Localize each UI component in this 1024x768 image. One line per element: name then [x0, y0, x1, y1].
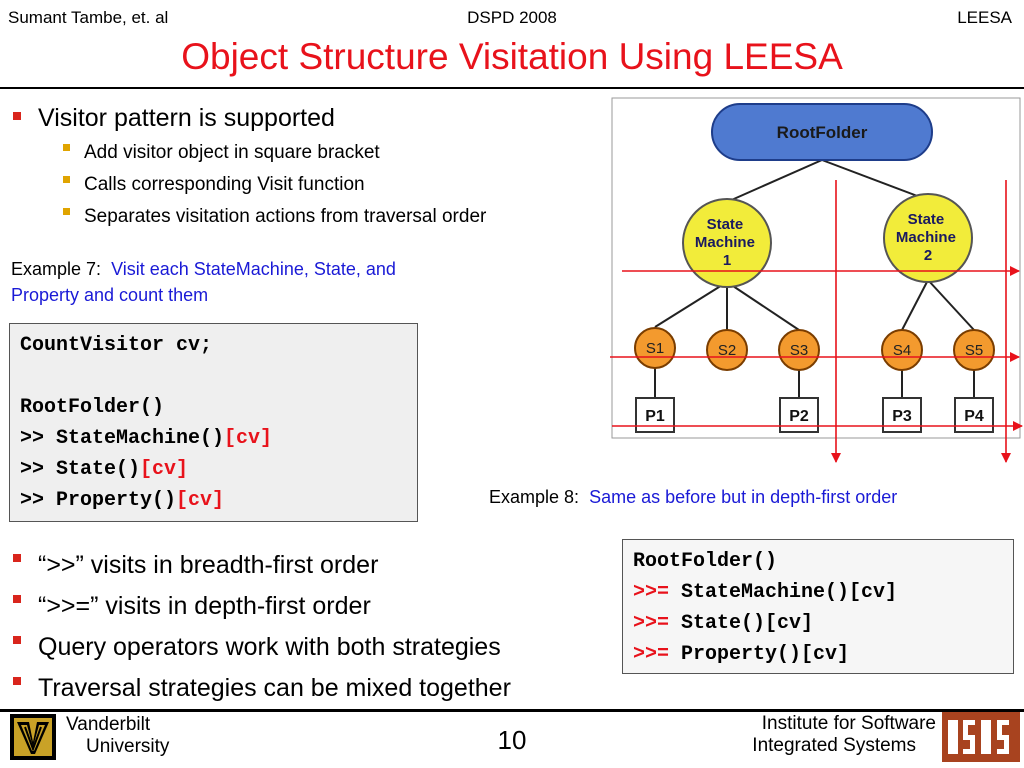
state-s2-label: S2 [718, 342, 736, 359]
sm1-label-line2: Machine [695, 234, 755, 251]
sub-bullet-calls-visit: Calls corresponding Visit function [0, 169, 620, 201]
sub-bullet-add-visitor: Add visitor object in square bracket [0, 137, 620, 169]
state-machine-2-node [883, 193, 973, 283]
root-folder-node [711, 103, 933, 161]
slide-title: Object Structure Visitation Using LEESA [181, 36, 843, 77]
root-folder-label: RootFolder [777, 123, 868, 142]
property-p1-label: P1 [645, 408, 665, 425]
example7-caption: Example 7: Visit each StateMachine, Stat… [11, 256, 571, 308]
state-s2-node [706, 329, 748, 371]
state-s3-node [778, 329, 820, 371]
sm2-label-line2: Machine [896, 229, 956, 246]
svg-text:State Machine 2: State Machine 2 [896, 211, 960, 264]
tree-edges [654, 159, 975, 398]
vanderbilt-name: Vanderbilt University [66, 714, 169, 758]
isis-logo-icon [942, 712, 1020, 762]
property-p3-label: P3 [892, 408, 912, 425]
footer-divider [0, 709, 1024, 712]
diagram-frame [611, 97, 1021, 439]
isis-line2: Integrated Systems [752, 735, 916, 756]
bullet-mixed-strategies: Traversal strategies can be mixed togeth… [0, 668, 610, 709]
header-divider [0, 87, 1024, 89]
code-line-rootfolder: RootFolder() [20, 396, 165, 419]
code2-line-rootfolder: RootFolder() [633, 550, 778, 573]
object-tree-diagram: RootFolder State Machine 1 State Machine… [610, 97, 1023, 463]
sm2-label-line1: State [908, 211, 945, 228]
example8-desc: Same as before but in depth-first order [589, 487, 898, 507]
code-block-depth-first: RootFolder() >>= StateMachine()[cv] >>= … [622, 539, 1014, 674]
example7-label: Example 7: [11, 259, 102, 279]
vanderbilt-line2: University [86, 736, 170, 757]
header-author: Sumant Tambe, et. al [8, 8, 169, 27]
state-machine-1-node [682, 198, 772, 288]
state-s5-node [953, 329, 995, 371]
isis-line1: Institute for Software [761, 713, 936, 734]
example7-desc-line2: Property and count them [11, 285, 209, 305]
vanderbilt-line1: Vanderbilt [66, 714, 151, 735]
code-line-state: >> State()[cv] [20, 458, 189, 481]
code-block-breadth-first: CountVisitor cv; RootFolder() >> StateMa… [9, 323, 418, 522]
sm1-label-line3: 1 [723, 252, 731, 269]
example8-caption: Example 8: Same as before but in depth-f… [489, 484, 1024, 510]
bottom-bullet-list: “>>” visits in breadth-first order “>>=”… [0, 545, 610, 709]
code2-line-state: >>= State()[cv] [633, 612, 814, 635]
header-project: LEESA [957, 8, 1012, 27]
example7-desc-line1: Visit each StateMachine, State, and [111, 259, 396, 279]
bullet-depth-first: “>>=” visits in depth-first order [0, 586, 610, 627]
state-s1-label: S1 [646, 340, 664, 357]
isis-name: Institute for Software Integrated System… [744, 713, 936, 757]
property-p4-label: P4 [964, 408, 984, 425]
bullet-breadth-first: “>>” visits in breadth-first order [0, 545, 610, 586]
top-bullet-list: Visitor pattern is supported Add visitor… [0, 103, 620, 233]
code2-line-property: >>= Property()[cv] [633, 643, 850, 666]
sub-bullet-separates: Separates visitation actions from traver… [0, 201, 620, 233]
property-p2-label: P2 [789, 408, 809, 425]
state-s3-label: S3 [790, 342, 808, 359]
code-line-countvisitor: CountVisitor cv; [20, 334, 213, 357]
bullet-query-operators: Query operators work with both strategie… [0, 627, 610, 668]
svg-text:State Machine 1: State Machine 1 [695, 216, 759, 269]
vanderbilt-logo-icon [10, 714, 56, 760]
example8-label: Example 8: [489, 487, 580, 507]
state-s1-node [634, 327, 676, 369]
page-number: 10 [497, 725, 527, 755]
code-blank-line [20, 361, 417, 392]
code-line-statemachine: >> StateMachine()[cv] [20, 427, 273, 450]
header-conference: DSPD 2008 [467, 8, 557, 27]
state-s4-node [881, 329, 923, 371]
state-s5-label: S5 [965, 342, 983, 359]
bullet-visitor-supported: Visitor pattern is supported [0, 103, 620, 133]
state-s4-label: S4 [893, 342, 911, 359]
sm1-label-line1: State [707, 216, 744, 233]
sm2-label-line3: 2 [924, 247, 932, 264]
code-line-property: >> Property()[cv] [20, 489, 225, 512]
code2-line-statemachine: >>= StateMachine()[cv] [633, 581, 898, 604]
